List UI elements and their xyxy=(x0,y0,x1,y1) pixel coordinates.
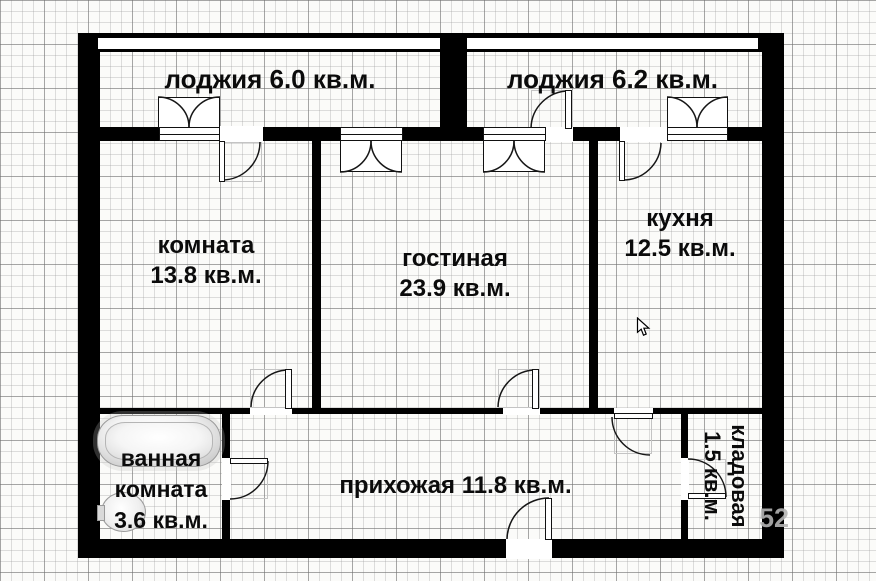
door-opening-komnata xyxy=(250,408,292,415)
window-arc xyxy=(188,96,221,128)
mouse-cursor-icon xyxy=(636,317,651,336)
room-name-line2: комната xyxy=(114,476,208,502)
room-label-prihozhaya: прихожая 11.8 кв.м. xyxy=(339,472,572,499)
door-arc-entrance xyxy=(506,497,550,540)
door-leaf-entrance xyxy=(545,498,552,540)
door-arc-gostinaya xyxy=(497,369,537,408)
bathtub-icon xyxy=(97,415,221,467)
door-arc-storage xyxy=(687,458,727,498)
door-leaf-loggia-right xyxy=(565,90,572,129)
door-arc-bathroom xyxy=(229,460,269,500)
wall-left xyxy=(78,33,100,558)
door-opening-kuhnya xyxy=(614,408,653,415)
french-window-kuhnya xyxy=(667,97,728,128)
door-opening-komnata-balcony xyxy=(219,126,263,142)
room-label-komnata: комната 13.8 кв.м. xyxy=(100,231,312,291)
wall-right xyxy=(762,33,784,558)
room-name: кухня xyxy=(646,205,714,232)
loggia-left-glazing-window xyxy=(98,38,440,49)
door-arc-komnata-balcony xyxy=(221,141,261,181)
wall-bottom xyxy=(78,539,784,558)
room-label-kuhnya: кухня 12.5 кв.м. xyxy=(598,204,762,264)
room-area: 13.8 кв.м. xyxy=(150,262,262,289)
window-arc xyxy=(696,96,729,128)
cursor-arrow xyxy=(636,317,651,336)
room-label-loggia-right: лоджия 6.2 кв.м. xyxy=(506,64,719,94)
sink-tap-icon xyxy=(97,505,105,521)
window-arc xyxy=(666,96,698,128)
window-arc xyxy=(482,140,515,173)
sink-icon xyxy=(101,492,146,532)
door-opening-bathroom xyxy=(222,458,231,500)
room-label-loggia-left: лоджия 6.0 кв.м. xyxy=(164,64,376,94)
room-area: 12.5 кв.м. xyxy=(624,235,736,262)
wall-komnata-gostinaya xyxy=(312,141,321,414)
door-arc-komnata xyxy=(250,369,290,408)
door-swing-gostinaya xyxy=(498,369,540,408)
room-label-kladovaya: кладовая 1.5 кв.м. xyxy=(697,411,753,541)
bathtub-basin xyxy=(105,422,213,460)
room-label-vannaya: ванная комната 3.6 кв.м. xyxy=(98,443,224,536)
wall-loggia-divider xyxy=(440,33,467,141)
door-leaf-gostinaya xyxy=(532,369,539,409)
door-opening-loggia-right xyxy=(545,127,573,142)
room-label-gostinaya: гостиная 23.9 кв.м. xyxy=(321,244,589,304)
window-arc xyxy=(157,96,190,128)
door-opening-storage xyxy=(681,458,689,500)
wall-loggia-bottom xyxy=(100,127,762,141)
door-leaf-komnata-balcony xyxy=(219,141,225,182)
room-name: гостиная xyxy=(402,245,508,272)
window-arc xyxy=(370,140,403,173)
room-area: 1.5 кв.м. xyxy=(700,431,725,521)
door-arc-loggia-right xyxy=(530,90,570,129)
window-arc xyxy=(513,140,546,173)
door-leaf-bathroom xyxy=(230,458,268,464)
door-leaf-kuhnya-balcony xyxy=(619,141,625,181)
door-leaf-storage xyxy=(688,493,726,499)
room-area: 23.9 кв.м. xyxy=(399,275,511,302)
door-opening-kuhnya-balcony xyxy=(620,127,667,142)
room-area: 3.6 кв.м. xyxy=(114,507,208,533)
watermark-text: 52 xyxy=(759,503,790,533)
door-arc-kuhnya xyxy=(611,416,651,456)
loggia-right-glazing-window xyxy=(467,38,758,49)
room-name: комната xyxy=(157,232,255,259)
wall-gostinaya-kuhnya xyxy=(589,141,598,414)
door-leaf-kuhnya xyxy=(614,413,653,419)
window-arc xyxy=(339,140,372,173)
wall-hallway-top xyxy=(100,408,762,414)
room-name-line1: ванная xyxy=(120,445,202,471)
room-name: кладовая xyxy=(727,424,752,528)
door-leaf-komnata xyxy=(285,369,292,409)
door-opening-gostinaya xyxy=(503,408,540,415)
door-opening-entrance xyxy=(506,539,552,559)
door-arc-kuhnya-balcony xyxy=(622,142,662,181)
